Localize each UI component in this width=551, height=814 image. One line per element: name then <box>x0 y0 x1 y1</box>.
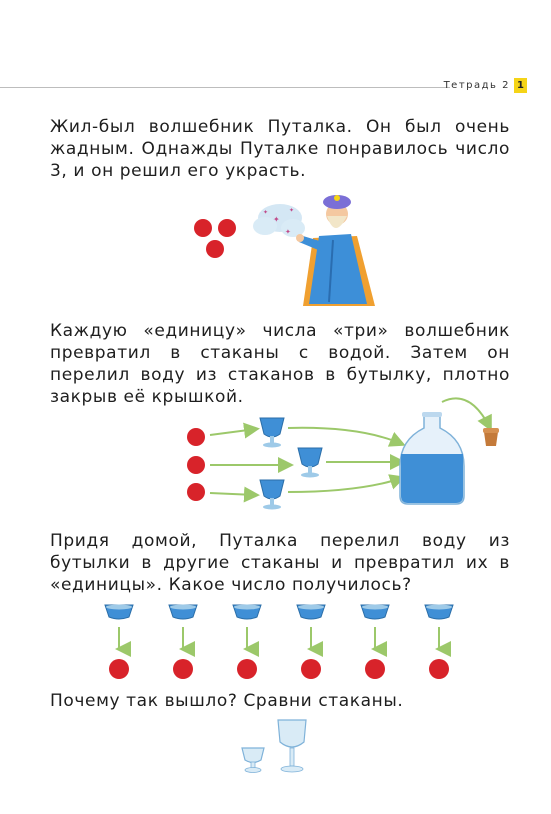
notebook-label: Тетрадь 2 <box>443 80 510 91</box>
result-counters <box>109 659 449 679</box>
story-paragraph-2: Каждую «единицу» числа «три» волшебник п… <box>50 321 510 407</box>
small-glass-icon <box>232 604 262 620</box>
red-counter <box>187 428 205 446</box>
story-paragraph-1: Жил-был волшебник Путалка. Он был очень … <box>50 117 510 181</box>
red-counter <box>206 240 224 258</box>
small-glass-icon <box>241 747 265 773</box>
red-counter <box>194 219 212 237</box>
red-counter <box>218 219 236 237</box>
transform-illustration <box>187 397 499 510</box>
arrows-to-glasses <box>209 422 294 503</box>
page-number-badge: 1 <box>514 78 527 93</box>
small-glass-icon <box>104 604 134 620</box>
header-rule <box>0 87 450 88</box>
story-paragraph-3: Придя домой, Путалка перелил воду из бут… <box>50 531 510 595</box>
glass-icon <box>259 417 285 448</box>
svg-text:✦: ✦ <box>285 228 291 236</box>
small-glass-icon <box>168 604 198 620</box>
glass-icon <box>259 479 285 510</box>
question-paragraph: Почему так вышло? Сравни стаканы. <box>50 691 404 711</box>
counters-column <box>187 428 205 501</box>
wizard-icon <box>296 195 375 306</box>
red-counter <box>429 659 449 679</box>
counters-group <box>194 219 236 258</box>
svg-text:✦: ✦ <box>273 215 280 224</box>
glass-icon <box>297 447 323 478</box>
down-arrows <box>115 627 451 657</box>
red-counter <box>173 659 193 679</box>
red-counter <box>109 659 129 679</box>
page-header: Тетрадь 2 1 <box>444 78 527 93</box>
small-glass-icon <box>424 604 454 620</box>
glasses-compare-icon <box>241 719 307 773</box>
red-counter <box>301 659 321 679</box>
wizard-illustration: ✦ ✦ ✦ ✦ <box>194 195 375 306</box>
red-counter <box>187 456 205 474</box>
result-illustration <box>104 604 454 679</box>
arrows-to-bottle <box>287 426 406 493</box>
cork-icon <box>441 397 499 446</box>
small-glass-icon <box>296 604 326 620</box>
red-counter <box>237 659 257 679</box>
svg-text:✦: ✦ <box>263 209 268 216</box>
magic-cloud-icon: ✦ ✦ ✦ ✦ <box>253 204 305 237</box>
tall-glass-icon <box>277 719 307 773</box>
red-counter <box>187 483 205 501</box>
red-counter <box>365 659 385 679</box>
small-glass-icon <box>360 604 390 620</box>
svg-text:✦: ✦ <box>289 207 294 214</box>
bottle-icon <box>399 412 465 505</box>
